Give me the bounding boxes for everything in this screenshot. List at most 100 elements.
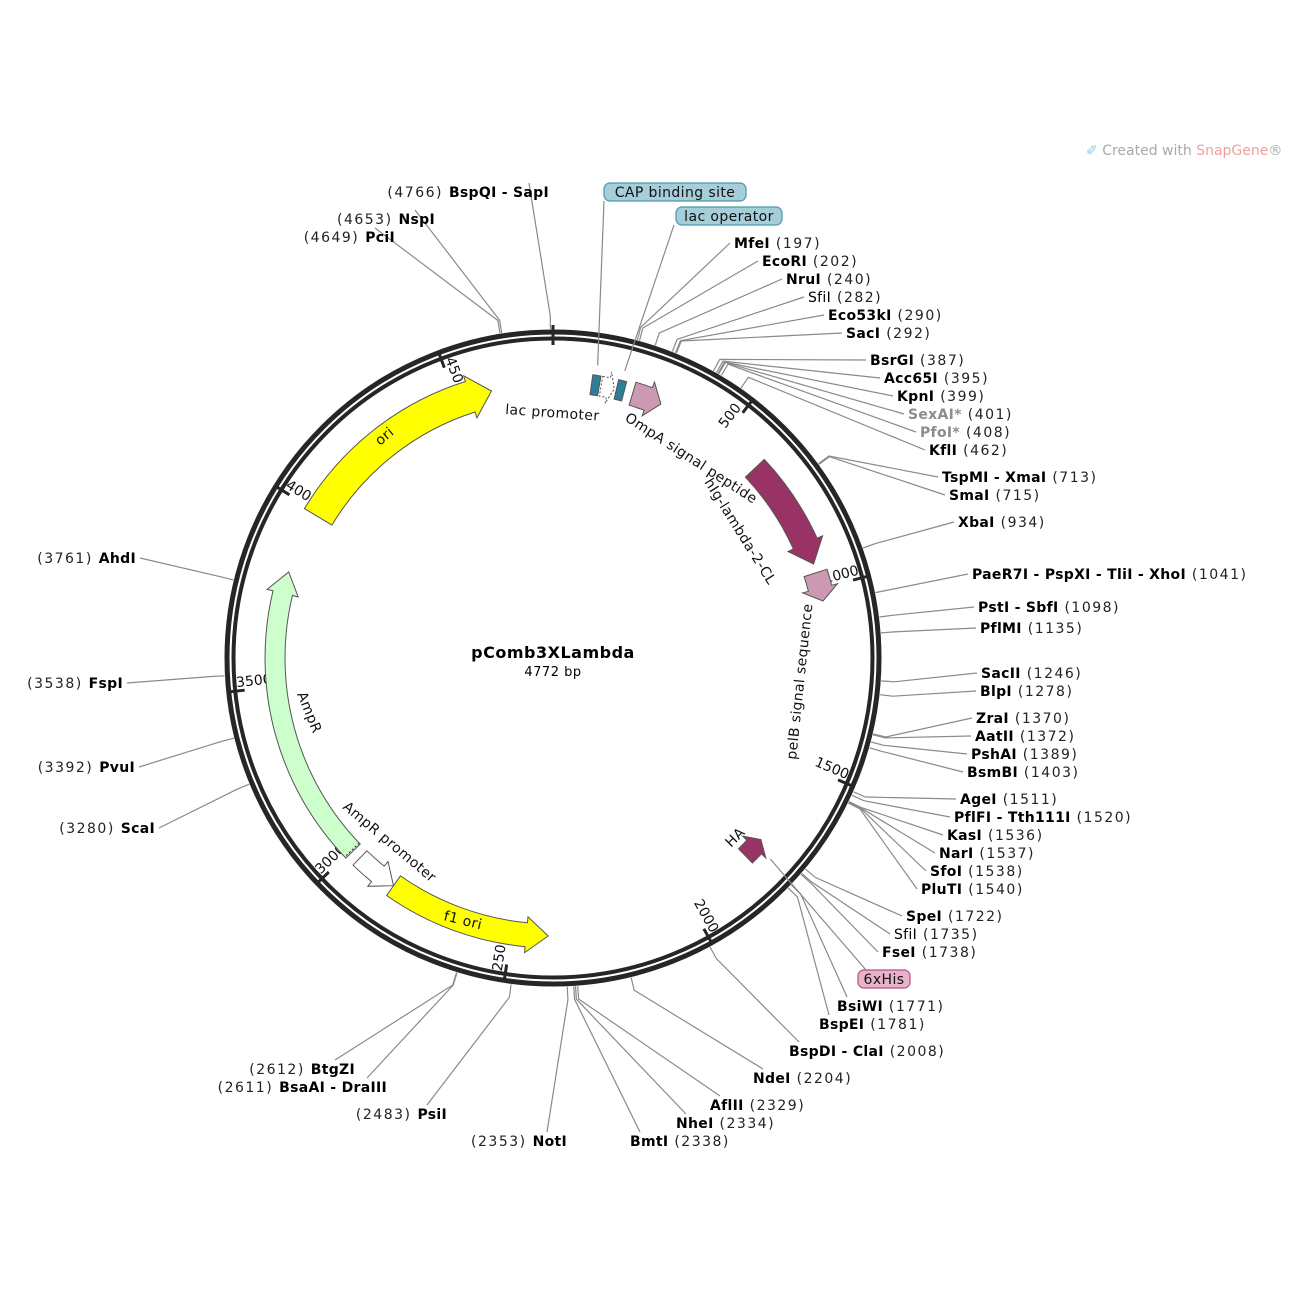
enzyme-name: PsiI [417, 1107, 447, 1123]
enzyme-site-pvui[interactable]: (3392) PvuI [38, 760, 135, 776]
enzyme-site-aflii[interactable]: AflII (2329) [710, 1098, 805, 1114]
tick-4500 [438, 354, 446, 369]
feature-ori-arrow[interactable] [303, 374, 493, 526]
enzyme-name: AatII [975, 729, 1014, 745]
enzyme-site-sfii[interactable]: SfiI (282) [808, 290, 882, 306]
callout-box-cap-binding-site[interactable] [603, 182, 747, 202]
enzyme-site-kasi[interactable]: KasI (1536) [947, 828, 1044, 844]
feature-lac-operator-box[interactable] [613, 378, 628, 402]
enzyme-site-bsmbi[interactable]: BsmBI (1403) [967, 765, 1080, 781]
enzyme-site-bmti[interactable]: BmtI (2338) [630, 1134, 730, 1150]
enzyme-site-nari[interactable]: NarI (1537) [939, 846, 1035, 862]
enzyme-site-zrai[interactable]: ZraI (1370) [976, 711, 1070, 727]
enzyme-site-aatii[interactable]: AatII (1372) [975, 729, 1075, 745]
enzyme-site-fspi[interactable]: (3538) FspI [27, 676, 123, 692]
enzyme-position: (1537) [973, 846, 1035, 862]
enzyme-site-scai[interactable]: (3280) ScaI [59, 821, 155, 837]
enzyme-site-nhei[interactable]: NheI (2334) [676, 1116, 775, 1132]
feature-ha-arrow[interactable] [737, 835, 767, 864]
enzyme-site-saci[interactable]: SacI (292) [846, 326, 931, 342]
enzyme-site-agei[interactable]: AgeI (1511) [960, 792, 1058, 808]
enzyme-leader-line [879, 606, 975, 618]
enzyme-site-ndei[interactable]: NdeI (2204) [753, 1071, 852, 1087]
enzyme-site-sexai[interactable]: SexAI* (401) [908, 407, 1013, 423]
enzyme-site-bsiwi[interactable]: BsiWI (1771) [837, 999, 944, 1015]
enzyme-site-kpni[interactable]: KpnI (399) [897, 389, 985, 405]
enzyme-leader-line [881, 672, 978, 683]
enzyme-site-bsaai-draiii[interactable]: (2611) BsaAI - DraIII [218, 1080, 387, 1096]
enzyme-position: (399) [934, 389, 985, 405]
feature-hig-lambda-2-cl-arrow[interactable] [744, 458, 824, 565]
enzyme-site-blpi[interactable]: BlpI (1278) [980, 684, 1073, 700]
enzyme-name: XbaI [958, 515, 995, 531]
enzyme-leader-line [574, 986, 687, 1115]
callout-box-lac-operator[interactable] [675, 206, 783, 226]
enzyme-leader-line [126, 675, 225, 684]
enzyme-site-pshai[interactable]: PshAI (1389) [971, 747, 1078, 763]
enzyme-name: PfoI* [920, 425, 960, 441]
snapgene-watermark: ✐ Created with SnapGene® [1086, 143, 1283, 159]
enzyme-position: (1278) [1012, 684, 1074, 700]
feature-f1-ori-arrow[interactable] [385, 875, 549, 954]
enzyme-site-mfei[interactable]: MfeI (197) [734, 236, 821, 252]
enzyme-leader-line [851, 794, 951, 818]
enzyme-site-smai[interactable]: SmaI (715) [949, 488, 1041, 504]
enzyme-site-nspi[interactable]: (4653) NspI [337, 212, 435, 228]
enzyme-leader-line [139, 557, 234, 581]
enzyme-site-bspdi-clai[interactable]: BspDI - ClaI (2008) [789, 1044, 945, 1060]
enzyme-position: (292) [880, 326, 931, 342]
enzyme-site-tspmi-xmai[interactable]: TspMI - XmaI (713) [942, 470, 1098, 486]
enzyme-position: (1771) [883, 999, 945, 1015]
enzyme-site-sacii[interactable]: SacII (1246) [981, 666, 1082, 682]
enzyme-site-pflmi[interactable]: PflMI (1135) [980, 621, 1083, 637]
enzyme-site-pflfi-tth111i[interactable]: PflFI - Tth111I (1520) [954, 810, 1132, 826]
feature-pelb-signal-sequence-arrow[interactable] [801, 568, 839, 602]
enzyme-site-fsei[interactable]: FseI (1738) [882, 945, 977, 961]
enzyme-site-spei[interactable]: SpeI (1722) [906, 909, 1004, 925]
enzyme-leader-line [800, 873, 879, 953]
enzyme-name: BsiWI [837, 999, 883, 1015]
enzyme-leader-line [880, 627, 977, 634]
enzyme-site-bsrgi[interactable]: BsrGI (387) [870, 353, 965, 369]
enzyme-site-noti[interactable]: (2353) NotI [471, 1134, 567, 1150]
feature-ampr-arrow[interactable] [264, 571, 361, 859]
enzyme-leader-line [709, 946, 800, 1043]
enzyme-site-ahdi[interactable]: (3761) AhdI [37, 551, 136, 567]
enzyme-leader-line [872, 717, 973, 738]
enzyme-leader-line [787, 887, 830, 1016]
enzyme-site-pcii[interactable]: (4649) PciI [304, 230, 395, 246]
enzyme-site-ecori[interactable]: EcoRI (202) [762, 254, 858, 270]
enzyme-position: (240) [821, 272, 872, 288]
enzyme-site-bspei[interactable]: BspEI (1781) [819, 1017, 926, 1033]
enzyme-name: NheI [676, 1116, 714, 1132]
enzyme-site-btgzi[interactable]: (2612) BtgZI [249, 1062, 355, 1078]
enzyme-name: PstI - SbfI [978, 600, 1059, 616]
enzyme-site-pfoi[interactable]: PfoI* (408) [920, 425, 1011, 441]
enzyme-site-psii[interactable]: (2483) PsiI [356, 1107, 447, 1123]
tick-1000 [852, 575, 867, 582]
enzyme-site-xbai[interactable]: XbaI (934) [958, 515, 1046, 531]
enzyme-site-psti-sbfi[interactable]: PstI - SbfI (1098) [978, 600, 1120, 616]
enzyme-site-sfii[interactable]: SfiI (1735) [894, 927, 979, 943]
enzyme-leader-line [818, 456, 946, 496]
enzyme-site-sfoi[interactable]: SfoI (1538) [930, 864, 1024, 880]
enzyme-site-bspqi-sapi[interactable]: (4766) BspQI - SapI [387, 185, 549, 201]
enzyme-position: (1372) [1014, 729, 1076, 745]
callout-box-6xhis[interactable] [857, 969, 911, 989]
enzyme-site-nrui[interactable]: NruI (240) [786, 272, 872, 288]
enzyme-name: SexAI* [908, 407, 962, 423]
enzyme-leader-line [528, 182, 552, 330]
enzyme-position: (1781) [864, 1017, 926, 1033]
enzyme-site-eco53ki[interactable]: Eco53kI (290) [828, 308, 943, 324]
feature-ompa-signal-peptide-arrow[interactable] [628, 380, 662, 418]
enzyme-site-pluti[interactable]: PluTI (1540) [921, 882, 1024, 898]
enzyme-position: (1403) [1018, 765, 1080, 781]
enzyme-site-kfli[interactable]: KflI (462) [929, 443, 1008, 459]
callout-line [624, 224, 675, 372]
enzyme-site-paer7i-pspxi-tlii-xhoi[interactable]: PaeR7I - PspXI - TliI - XhoI (1041) [972, 567, 1247, 583]
feature-lac-promoter-arrow[interactable] [598, 371, 615, 404]
enzyme-leader-line [671, 296, 805, 352]
feature-cap-binding-site-box[interactable] [589, 374, 602, 397]
enzyme-site-acc65i[interactable]: Acc65I (395) [884, 371, 989, 387]
feature-ampr-promoter-arrow[interactable] [352, 850, 395, 887]
